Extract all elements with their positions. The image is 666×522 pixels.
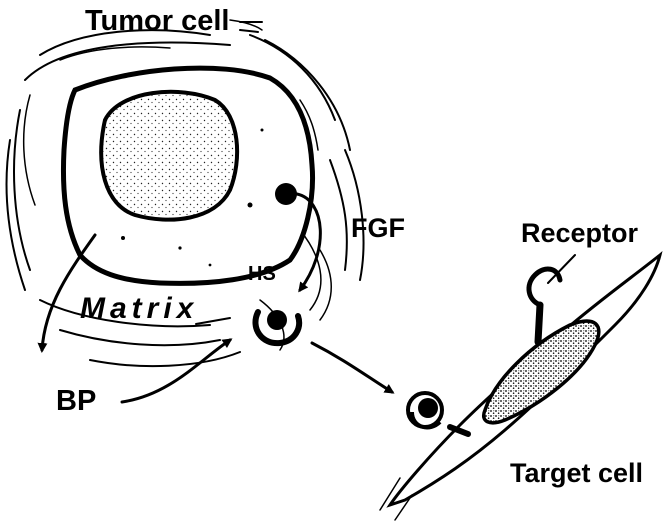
label-matrix: Matrix: [80, 292, 198, 325]
label-receptor: Receptor: [521, 218, 639, 248]
label-tumor-cell: Tumor cell: [85, 5, 230, 37]
label-hs: HS: [248, 263, 276, 285]
label-bp: BP: [56, 385, 96, 417]
tumor-cell-nucleus: [101, 92, 237, 220]
release-to-target-arrow: [312, 343, 392, 392]
fgf-molecule-intracellular: [275, 183, 297, 205]
label-fgf: FGF: [351, 213, 405, 243]
matrix-label-dash: [196, 318, 230, 324]
label-target-cell: Target cell: [510, 458, 643, 488]
bp-to-matrix-arrow: [122, 340, 230, 402]
receptor-bound-complex: [408, 393, 468, 434]
tumor-label-dash: [240, 22, 262, 32]
hs-fgf-complex: [255, 310, 299, 343]
